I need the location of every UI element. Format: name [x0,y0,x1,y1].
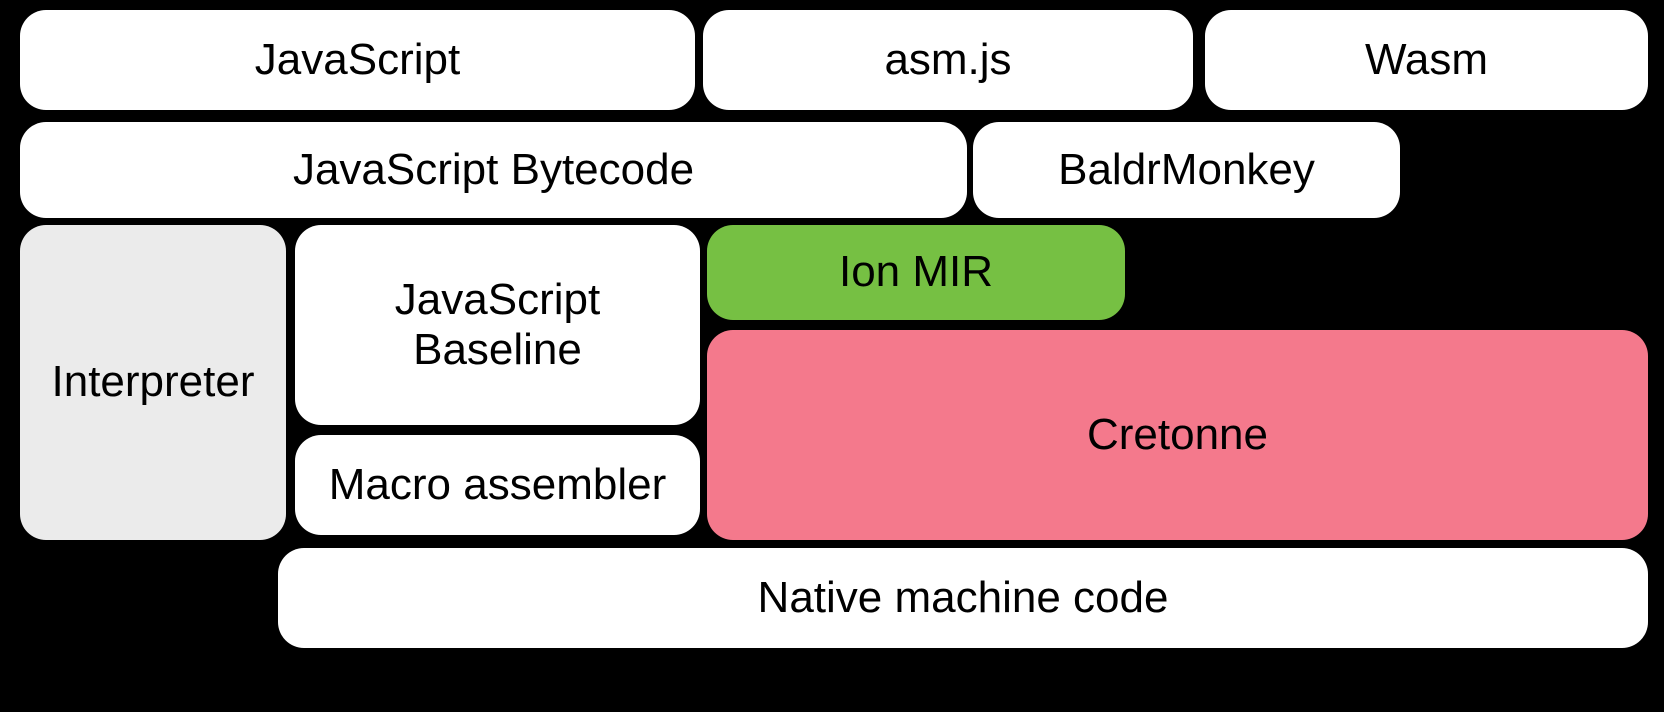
node-javascript-bytecode: JavaScript Bytecode [20,122,967,218]
node-cretonne: Cretonne [707,330,1648,540]
node-native-machine-code: Native machine code [278,548,1648,648]
node-javascript-baseline: JavaScript Baseline [295,225,700,425]
node-macro-assembler: Macro assembler [295,435,700,535]
node-javascript: JavaScript [20,10,695,110]
node-interpreter: Interpreter [20,225,286,540]
node-wasm: Wasm [1205,10,1648,110]
node-ion-mir: Ion MIR [707,225,1125,320]
node-asmjs: asm.js [703,10,1193,110]
node-baldrmonkey: BaldrMonkey [973,122,1400,218]
